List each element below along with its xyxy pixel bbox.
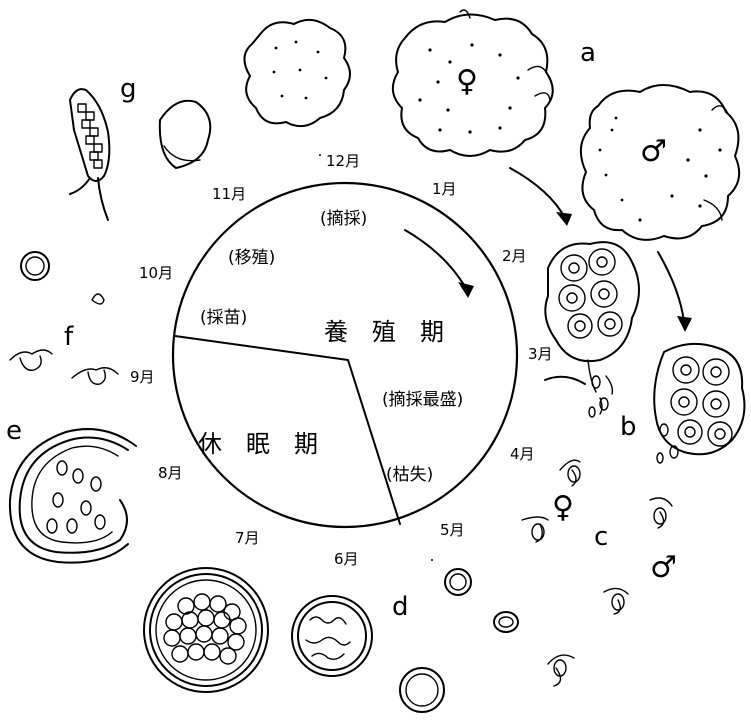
month-label-1: 1月 [432, 178, 457, 199]
month-label-11: 11月 [212, 183, 246, 204]
sporangia-cluster-upper [545, 242, 639, 417]
month-label-5: 5月 [440, 519, 465, 540]
note-peak-harvest: (摘採最盛) [382, 385, 463, 410]
cyst-cells [144, 568, 518, 712]
month-label-10: 10月 [139, 262, 173, 283]
sporangia-cluster-lower [654, 344, 744, 463]
stage-letter-f: f [64, 322, 73, 352]
arrow-male-to-b [658, 252, 684, 322]
month-label-9: 9月 [130, 366, 155, 387]
note-seedling: (採苗) [200, 303, 247, 328]
phase-label-growth: 養 殖 期 [324, 312, 444, 347]
female-symbol-swarmer: ♀ [552, 490, 574, 525]
male-symbol-thallus: ♂ [640, 134, 667, 169]
cycle-circle [173, 183, 517, 527]
month-label-7: 7月 [235, 527, 260, 548]
filament-illustration [70, 89, 210, 220]
month-label-2: 2月 [502, 245, 527, 266]
stage-letter-e: e [6, 416, 22, 446]
month-label-8: 8月 [158, 462, 183, 483]
young-thallus-illustration [244, 20, 350, 126]
germinating-shell [10, 429, 136, 563]
month-label-3: 3月 [528, 343, 553, 364]
month-label-12: 12月 [326, 150, 360, 171]
month-label-4: 4月 [510, 443, 535, 464]
month-label-6: 6月 [334, 548, 359, 569]
stage-letter-c: c [594, 522, 608, 552]
note-wither: (枯失) [386, 460, 433, 485]
female-symbol-thallus: ♀ [456, 64, 478, 99]
stage-letter-g: g [120, 74, 137, 104]
note-transplant: (移殖) [228, 243, 275, 268]
young-buds [10, 252, 118, 384]
arrow-female-to-b [510, 168, 565, 218]
harvest-arrow-head [458, 282, 474, 298]
male-symbol-swarmer: ♂ [650, 550, 677, 585]
note-harvest: (摘採) [320, 204, 367, 229]
phase-label-dormant: 休 眠 期 [198, 424, 318, 459]
stage-letter-a: a [580, 38, 596, 68]
stage-letter-d: d [392, 592, 409, 622]
stage-letter-b: b [620, 412, 637, 442]
